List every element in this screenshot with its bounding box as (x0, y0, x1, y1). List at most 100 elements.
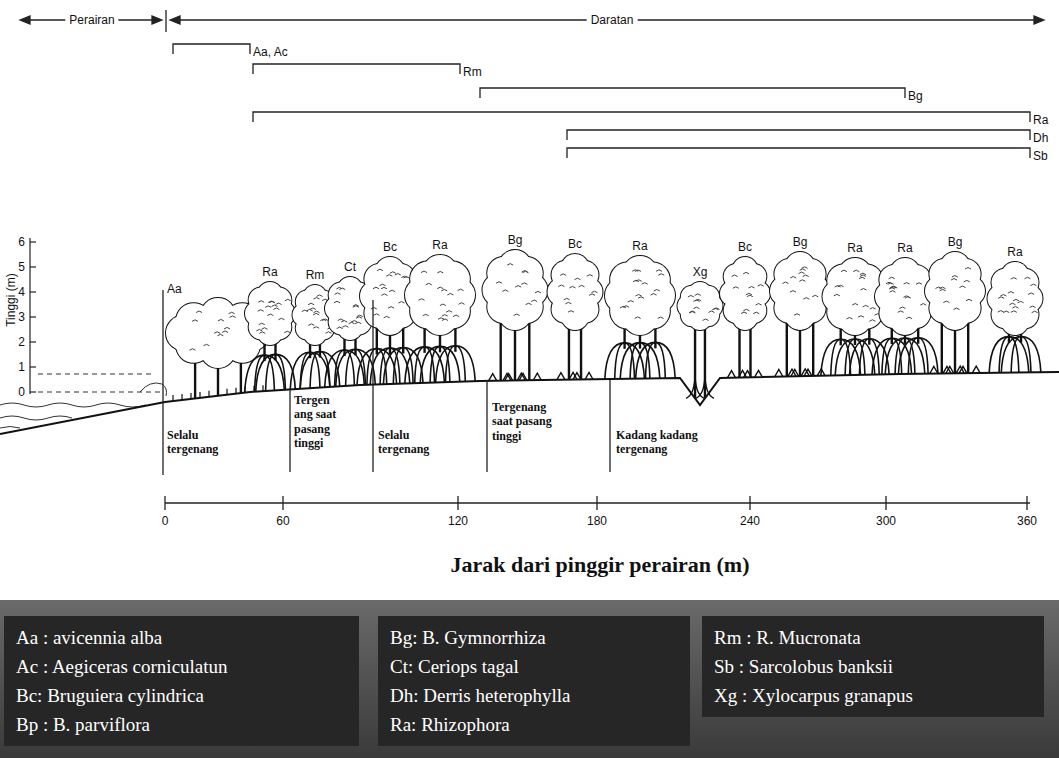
leaf-texture (889, 277, 895, 279)
tick-label: 120 (448, 514, 468, 528)
leaf-texture (535, 291, 541, 293)
prop-root (436, 346, 456, 383)
leaf-texture (373, 287, 379, 289)
leaf-texture (636, 295, 642, 297)
leaf-texture (273, 308, 279, 310)
prop-root (325, 350, 345, 387)
tick-label: 60 (276, 514, 289, 528)
leaf-texture (256, 329, 262, 331)
leaf-texture (390, 272, 396, 274)
species-label: Ct (344, 260, 356, 274)
species-label: Bg (948, 235, 963, 249)
leaf-texture (341, 321, 347, 323)
tick-label: 2 (18, 335, 25, 349)
buttress-root (686, 373, 704, 398)
mangrove-tree (548, 254, 603, 380)
water-wave (0, 427, 20, 429)
leaf-texture (800, 269, 806, 271)
legend-entry: Bp : B. parviflora (16, 710, 347, 739)
leaf-texture (265, 306, 271, 308)
leaf-texture (1013, 299, 1019, 301)
leaf-texture (799, 272, 805, 274)
trunk (738, 322, 740, 378)
trunk (454, 327, 456, 352)
prop-root (346, 349, 356, 386)
canopy-outline (296, 290, 319, 313)
leaf-texture (356, 317, 362, 319)
prop-root (266, 354, 276, 391)
prop-root (256, 354, 276, 391)
trunk (868, 327, 870, 345)
trunk (812, 322, 814, 376)
canopy-outline (929, 259, 959, 289)
leaf-texture (952, 276, 958, 278)
legend-entry: Aa : avicennia alba (16, 623, 347, 652)
zone-dividers (163, 290, 610, 475)
legend-entry: Xg : Xylocarpus granapus (714, 681, 1032, 710)
range-label: Sb (1033, 149, 1048, 163)
leaf-texture (284, 331, 290, 333)
leaf-texture (689, 311, 695, 313)
leaf-texture (317, 295, 323, 297)
canopy-fill (552, 261, 580, 289)
leaf-texture (693, 307, 699, 309)
mangrove-tree (925, 252, 985, 373)
leaf-texture (349, 322, 355, 324)
prop-root (1011, 336, 1021, 372)
zone-label: Tergenang saat pasang tinggi (492, 400, 556, 443)
arrow-head (170, 16, 180, 24)
tick-label: 180 (587, 514, 607, 528)
range-brackets (173, 44, 1030, 158)
canopy-fill (329, 283, 354, 308)
legend-box: Rm : R. MucronataSb : Sarcolobus banksii… (702, 616, 1044, 717)
leaf-texture (419, 299, 425, 301)
legend-entry: Ct: Ceriops tagal (390, 652, 678, 681)
tick-label: 0 (18, 385, 25, 399)
leaf-texture (633, 280, 639, 282)
canopy-outline (879, 265, 909, 295)
tick-label: 5 (18, 260, 25, 274)
leaf-texture (258, 301, 264, 303)
leaf-texture (269, 301, 275, 303)
species-label: Bc (738, 240, 752, 254)
trunk (500, 322, 502, 381)
leaf-texture (903, 296, 909, 298)
arrow-head (1034, 16, 1044, 24)
leaf-texture (587, 275, 593, 277)
leaf-texture (695, 294, 701, 296)
leaf-texture (276, 303, 282, 305)
leaf-texture (782, 282, 788, 284)
canopy-fill (879, 265, 909, 295)
axis-title: Tinggi (m) (4, 273, 18, 327)
leaf-texture (374, 314, 380, 316)
mangrove-tree (166, 298, 270, 401)
canopy-outline (410, 262, 445, 297)
canopy-outline (176, 303, 211, 338)
leaf-texture (308, 303, 314, 305)
canopy-outline (992, 269, 1020, 297)
leaf-texture (272, 305, 278, 307)
axis-tick (457, 496, 458, 510)
leaf-texture (747, 295, 753, 297)
canopy-fill (176, 303, 211, 338)
leaf-texture (943, 301, 949, 303)
leaf-texture (1009, 303, 1015, 305)
leaf-texture (688, 295, 694, 297)
leaf-texture (852, 304, 858, 306)
leaf-texture (998, 311, 1004, 313)
leaf-texture (379, 284, 385, 286)
leaf-texture (314, 298, 320, 300)
leaf-texture (336, 287, 342, 289)
leaf-texture (1012, 307, 1018, 309)
canopy-fill (681, 286, 704, 309)
water (0, 374, 167, 428)
axis-tick (30, 241, 36, 242)
prop-root (908, 338, 918, 374)
mangrove-tree (770, 252, 830, 377)
leaf-texture (940, 289, 946, 291)
axis-line (29, 238, 30, 394)
leaf-texture (437, 287, 443, 289)
mangrove-tree (483, 250, 548, 381)
trunk (654, 327, 656, 348)
